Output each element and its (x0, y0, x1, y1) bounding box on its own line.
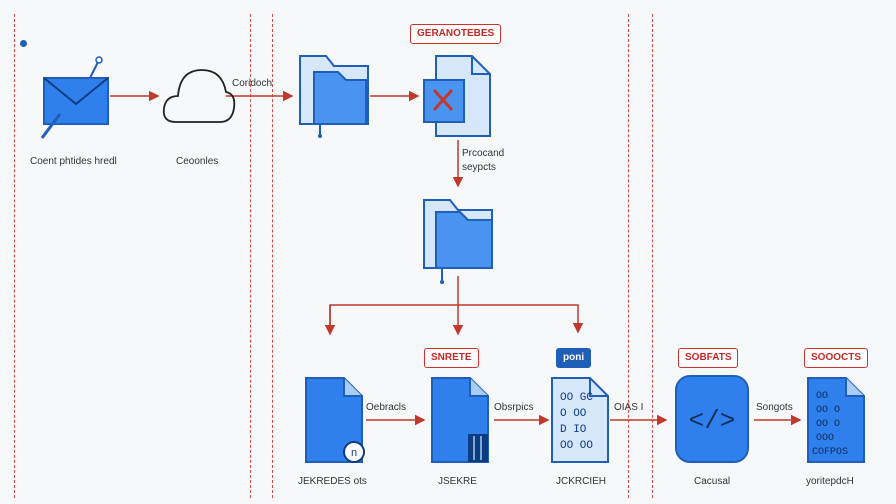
document-icon-2 (431, 377, 489, 463)
doc3-line: O OO (560, 408, 587, 420)
document-icon-3: OO GC O OO D IO OO OO (551, 377, 609, 463)
process-label-1: Prcocand (462, 148, 505, 159)
doc1-edge-label: Oebracls (366, 402, 407, 413)
lane-divider (652, 14, 653, 498)
doc3-edge-label: OIAS I (614, 402, 644, 413)
doc2-edge-label: Obsrpics (494, 402, 534, 413)
document-icon-1: n (305, 377, 365, 463)
svg-text:n: n (351, 447, 357, 459)
cloud-icon (162, 69, 236, 123)
doc4-line: COFPOS (812, 447, 848, 458)
code-label: Cacusal (694, 476, 731, 487)
cloud-edge-label: Coridoch (232, 78, 273, 89)
code-tag: SOBFATS (678, 348, 739, 368)
doc3-label: JCKRCIEH (556, 476, 607, 487)
mail-icon (40, 56, 109, 139)
lane-divider (250, 14, 251, 498)
mail-label: Coent phtides hredl (30, 156, 117, 167)
corner-dot (20, 40, 27, 47)
doc1-label: JEKREDES ots (298, 476, 367, 487)
cloud-label: Ceoonles (176, 156, 219, 167)
code-symbol: </> (689, 406, 736, 436)
top-tag: GERANOTEBES (410, 24, 502, 44)
doc2-tag: SNRETE (424, 348, 479, 368)
folder-icon-2 (423, 199, 493, 284)
code-edge-label: Songots (756, 402, 793, 413)
doc4-line: OOO (816, 433, 834, 444)
doc4-line: OO (816, 391, 828, 402)
doc4-label: yoritepdcH (806, 476, 854, 487)
lane-divider (628, 14, 629, 498)
doc3-line: D IO (560, 424, 587, 436)
doc4-line: OO O (816, 405, 840, 416)
document-x-icon (423, 55, 491, 137)
doc3-tag: poni (556, 348, 592, 368)
doc3-line: OO OO (560, 440, 593, 452)
folder-icon (299, 55, 369, 138)
doc4-line: OO O (816, 419, 840, 430)
doc2-label: JSEKRE (438, 476, 477, 487)
lane-divider (14, 14, 15, 498)
doc3-line: OO GC (560, 392, 593, 404)
code-icon: </> (675, 375, 749, 463)
document-icon-4: OO OO O OO O OOO COFPOS (807, 377, 865, 463)
process-label-2: seypcts (462, 162, 496, 173)
lane-divider (272, 14, 273, 498)
arrow-branch-right (329, 304, 584, 334)
doc4-tag: SOOOCTS (804, 348, 869, 368)
